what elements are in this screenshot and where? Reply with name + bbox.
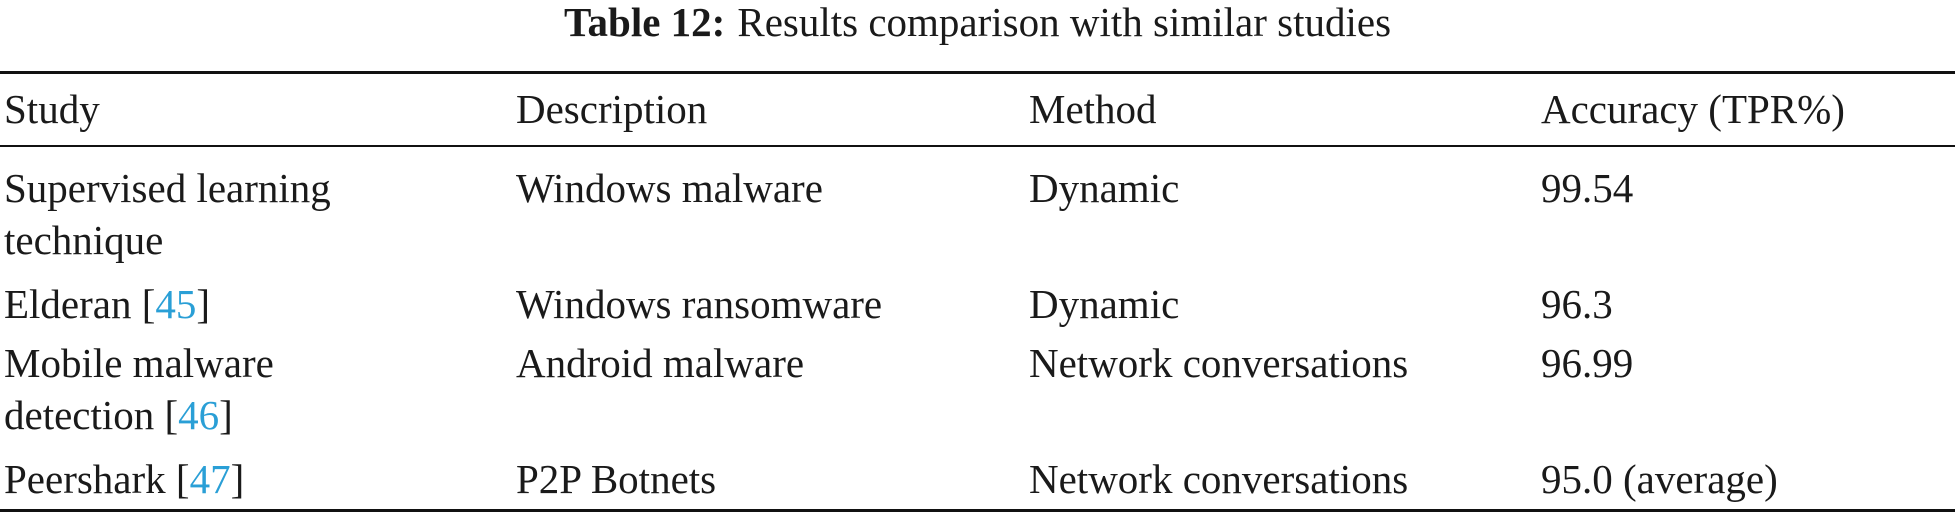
table-cell-method: Dynamic — [1029, 281, 1180, 327]
study-text: Elderan [ — [4, 281, 156, 327]
study-line: technique — [4, 217, 164, 263]
table-label: Table 12: — [563, 0, 726, 45]
table-cell-accuracy: 99.54 — [1541, 165, 1634, 211]
table-cell-description: P2P Botnets — [516, 456, 717, 502]
table-caption: Table 12:Results comparison with similar… — [0, 0, 1955, 44]
study-line: Supervised learning — [4, 165, 331, 211]
table-cell-accuracy: 96.99 — [1541, 340, 1634, 386]
study-line: detection [46] — [4, 389, 274, 441]
study-text: ] — [196, 281, 211, 327]
column-header-study: Study — [4, 86, 100, 132]
column-header-accuracy: Accuracy (TPR%) — [1541, 86, 1845, 132]
citation-link[interactable]: 45 — [155, 281, 197, 327]
table-cell-description: Android malware — [516, 340, 805, 386]
bottom-rule — [0, 509, 1955, 512]
table-cell-study: Peershark [47] — [4, 453, 244, 505]
table-cell-description: Windows malware — [516, 165, 823, 211]
study-text: ] — [219, 392, 233, 438]
study-text: Peershark [ — [4, 456, 190, 502]
table-cell-method: Network conversations — [1029, 340, 1409, 386]
table-cell-method: Network conversations — [1029, 456, 1409, 502]
table-cell-study: Elderan [45] — [4, 278, 210, 330]
citation-link[interactable]: 46 — [178, 392, 220, 438]
table-cell-description: Windows ransomware — [516, 281, 883, 327]
table-cell-accuracy: 95.0 (average) — [1541, 456, 1778, 502]
citation-link[interactable]: 47 — [189, 456, 231, 502]
study-text: detection [ — [4, 392, 179, 438]
study-text: ] — [230, 456, 245, 502]
table-cell-study: Mobile malware detection [46] — [4, 337, 274, 441]
column-header-method: Method — [1029, 86, 1157, 132]
table-title: Results comparison with similar studies — [737, 0, 1392, 45]
table-cell-method: Dynamic — [1029, 165, 1180, 211]
column-header-description: Description — [516, 86, 708, 132]
header-rule — [0, 145, 1955, 147]
table-cell-accuracy: 96.3 — [1541, 281, 1613, 327]
table-cell-study: Supervised learning technique — [4, 162, 331, 266]
top-rule — [0, 71, 1955, 74]
study-line: Mobile malware — [4, 340, 274, 386]
